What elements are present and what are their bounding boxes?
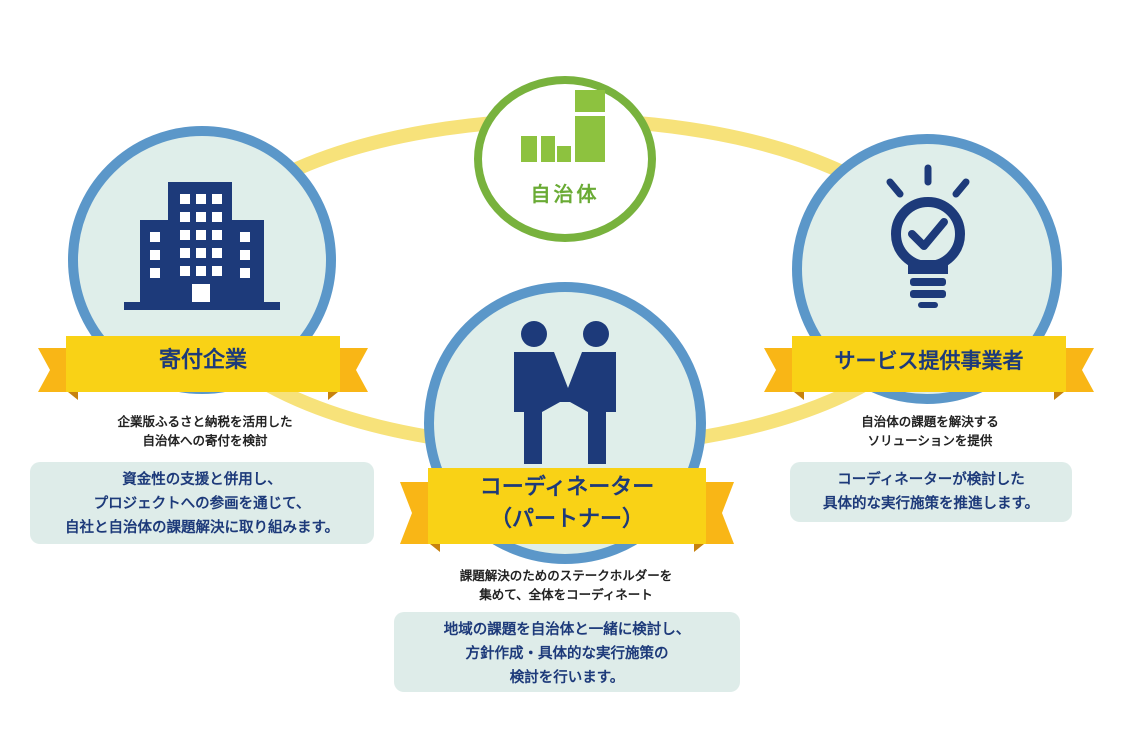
service-provider-title: サービス提供事業者 (834, 349, 1024, 373)
handshake-people-icon (514, 321, 616, 464)
caption-line: 集めて、全体をコーディネート (479, 587, 653, 602)
donor-company-title: 寄付企業 (158, 348, 247, 373)
service-provider-caption: 自治体の課題を解決する ソリューションを提供 (800, 412, 1060, 450)
caption-line: 自治体の課題を解決する (861, 414, 999, 429)
coordinator-caption: 課題解決のためのステークホルダーを 集めて、全体をコーディネート (416, 566, 716, 604)
coordinator-title: コーディネーター （パートナー） (428, 472, 706, 536)
caption-line: 自治体への寄付を検討 (142, 433, 268, 448)
municipality-circle (474, 76, 656, 242)
caption-line: 課題解決のためのステークホルダーを (459, 568, 673, 583)
description-line: コーディネーターが検討した (837, 472, 1025, 488)
caption-line: 企業版ふるさと納税を活用した (117, 414, 293, 429)
municipality-label: 自治体 (530, 182, 600, 206)
coordinator-title-line1: コーディネーター (479, 475, 655, 500)
coordinator-description: 地域の課題を自治体と一緒に検討し、 方針作成・具体的な実行施策の 検討を行います… (394, 612, 740, 692)
donor-company-description: 資金性の支援と併用し、 プロジェクトへの参画を通じて、 自社と自治体の課題解決に… (30, 462, 374, 544)
description-line: 具体的な実行施策を推進します。 (822, 496, 1040, 512)
donor-company-banner (38, 336, 368, 400)
municipality-blocks-icon (521, 90, 605, 162)
lightbulb-check-icon (886, 164, 970, 308)
caption-line: ソリューションを提供 (867, 433, 993, 448)
donor-company-caption: 企業版ふるさと納税を活用した 自治体への寄付を検討 (70, 412, 340, 450)
coordinator-banner (400, 468, 734, 552)
description-line: 方針作成・具体的な実行施策の (465, 646, 669, 662)
service-provider-banner (764, 336, 1094, 400)
description-line: 自社と自治体の課題解決に取り組みます。 (64, 520, 340, 536)
description-line: 検討を行います。 (509, 670, 625, 686)
service-provider-description: コーディネーターが検討した 具体的な実行施策を推進します。 (790, 462, 1072, 522)
description-line: 資金性の支援と併用し、 (122, 472, 282, 488)
description-line: 地域の課題を自治体と一緒に検討し、 (443, 622, 691, 638)
coordinator-title-line2: （パートナー） (489, 507, 644, 532)
description-line: プロジェクトへの参画を通じて、 (93, 496, 311, 512)
office-building-icon (124, 182, 280, 310)
